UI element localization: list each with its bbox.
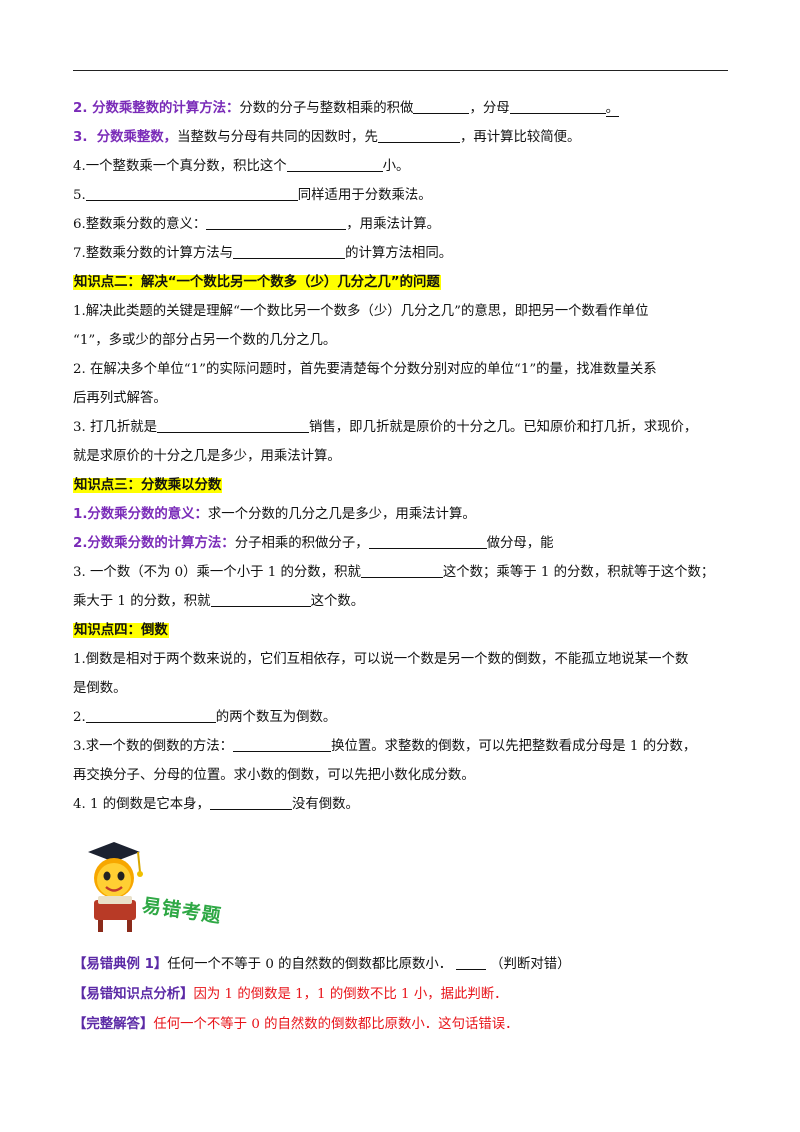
para-2-2b: 后再列式解答。 [73, 391, 167, 406]
blank-judge[interactable] [456, 954, 487, 970]
blank-reciprocal-pair[interactable] [85, 707, 216, 723]
graduate-mascot-icon [80, 838, 240, 934]
notes-body: 2. 分数乘整数的计算方法：分数的分子与整数相乘的积做，分母。 3. 分数乘整数… [73, 94, 733, 819]
blank-greater-than[interactable] [210, 591, 311, 607]
para-4-1a: 1.倒数是相对于两个数来说的，它们互相依存，可以说一个数是另一个数的倒数，不能孤… [73, 652, 689, 667]
blank-no-reciprocal[interactable] [209, 794, 292, 810]
mistake-examples: 【易错典例 1】任何一个不等于 0 的自然数的倒数都比原数小．（判断对错） 【易… [73, 950, 733, 1040]
para-4-3a: 3.求一个数的倒数的方法：换位置。求整数的倒数，可以先把整数看成分母是 1 的分… [73, 732, 733, 761]
section-heading-4: 知识点四：倒数 [73, 623, 169, 638]
para-2-2a: 2. 在解决多个单位“1”的实际问题时，首先要清楚每个分数分别对应的单位“1”的… [73, 362, 657, 377]
point-line-3: 3. 分数乘整数，当整数与分母有共同的因数时，先，再计算比较简便。 [73, 123, 733, 152]
point-line-7: 7.整数乘分数的计算方法与的计算方法相同。 [73, 239, 733, 268]
blank-simplify[interactable] [377, 127, 460, 143]
para-3-3b: 乘大于 1 的分数，积就这个数。 [73, 587, 733, 616]
blank-denominator-product[interactable] [368, 533, 487, 549]
header-rule [73, 70, 728, 71]
para-2-1b: “1”，多或少的部分占另一个数的几分之几。 [73, 333, 337, 348]
point-line-2: 2. 分数乘整数的计算方法：分数的分子与整数相乘的积做，分母。 [73, 94, 733, 123]
blank-numerator[interactable] [413, 98, 470, 114]
blank-denominator[interactable] [509, 98, 606, 114]
para-2-3b: 就是求原价的十分之几是多少，用乘法计算。 [73, 449, 341, 464]
para-4-3b: 再交换分子、分母的位置。求小数的倒数，可以先把小数化成分数。 [73, 768, 475, 783]
para-4-1b: 是倒数。 [73, 681, 127, 696]
blank-compare[interactable] [286, 156, 383, 172]
para-3-3a: 3. 一个数（不为 0）乘一个小于 1 的分数，积就这个数；乘等于 1 的分数，… [73, 558, 733, 587]
example-line: 【易错典例 1】任何一个不等于 0 的自然数的倒数都比原数小．（判断对错） [73, 950, 733, 980]
answer-line: 【完整解答】任何一个不等于 0 的自然数的倒数都比原数小．这句话错误． [73, 1017, 519, 1032]
para-4-4: 4. 1 的倒数是它本身，没有倒数。 [73, 790, 733, 819]
point-line-4: 4.一个整数乘一个真分数，积比这个小。 [73, 152, 733, 181]
para-3-1: 1.分数乘分数的意义：求一个分数的几分之几是多少，用乘法计算。 [73, 507, 476, 522]
point-2-text: 分数的分子与整数相乘的积做 [239, 101, 414, 116]
blank-discount[interactable] [157, 417, 309, 433]
blank-swap[interactable] [233, 736, 332, 752]
point-line-5: 5.同样适用于分数乘法。 [73, 181, 733, 210]
para-3-2: 2.分数乘分数的计算方法：分子相乘的积做分子，做分母，能 [73, 529, 733, 558]
para-2-1a: 1.解决此类题的关键是理解“一个数比另一个数多（少）几分之几”的意思，即把另一个… [73, 304, 649, 319]
analysis-line: 【易错知识点分析】因为 1 的倒数是 1，1 的倒数不比 1 小，据此判断． [73, 987, 508, 1002]
blank-meaning[interactable] [206, 214, 347, 230]
section-heading-3: 知识点三：分数乘以分数 [73, 478, 223, 493]
point-2-title: 2. 分数乘整数的计算方法： [73, 101, 240, 116]
point-3-title: 3. 分数乘整数， [73, 130, 178, 145]
para-2-3a: 3. 打几折就是销售，即几折就是原价的十分之几。已知原价和打几折，求现价， [73, 413, 733, 442]
para-4-2: 2.的两个数互为倒数。 [73, 703, 733, 732]
blank-method[interactable] [233, 243, 346, 259]
point-line-6: 6.整数乘分数的意义：，用乘法计算。 [73, 210, 733, 239]
section-heading-2: 知识点二：解决“一个数比另一个数多（少）几分之几”的问题 [73, 275, 441, 290]
blank-less-than[interactable] [360, 562, 443, 578]
blank-law[interactable] [85, 185, 298, 201]
